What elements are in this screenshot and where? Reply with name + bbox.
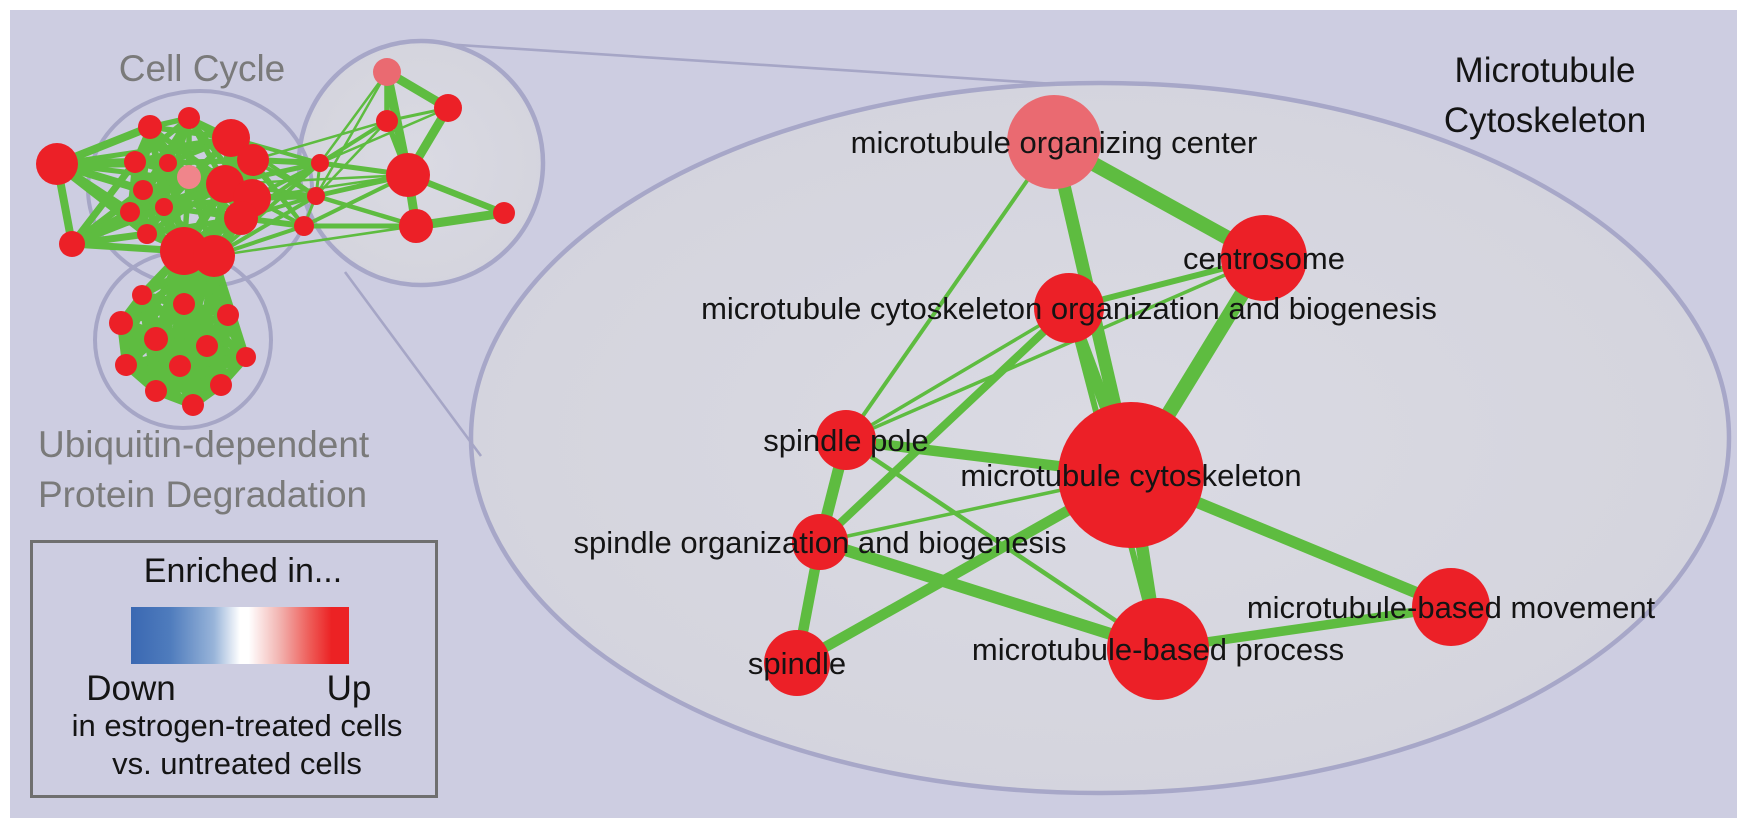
legend-gradient-bar [131, 607, 349, 664]
microtubule-region-label-line1: Microtubule [1454, 51, 1636, 90]
overview-node-m2 [434, 94, 462, 122]
cell-cycle-cluster-label: Cell Cycle [118, 48, 286, 89]
overview-node-u12 [182, 394, 204, 416]
ubiquitin-cluster-label: Ubiquitin-dependent Protein Degradation [38, 420, 369, 520]
main-node-cen [1221, 215, 1307, 301]
microtubule-region-label: Microtubule Cytoskeleton [1444, 46, 1646, 146]
legend-caption: in estrogen-treated cells vs. untreated … [36, 707, 438, 783]
overview-edge-u10-u9 [154, 353, 248, 395]
main-node-sob [792, 514, 848, 570]
overview-node-u5 [144, 327, 168, 351]
overview-edge-c18-u12 [189, 255, 218, 406]
main-node-label-sob: spindle organization and biogenesis [574, 525, 1067, 560]
overview-edge-k1-m3 [318, 119, 389, 165]
overview-edge-c12-c16 [70, 180, 227, 248]
overview-node-c10 [155, 198, 173, 216]
overview-node-c1 [36, 143, 78, 185]
main-node-label-cen: centrosome [1183, 241, 1345, 276]
zoom-lens-line [412, 40, 1056, 86]
overview-node-u9 [236, 347, 256, 367]
overview-node-u7 [115, 354, 137, 376]
main-node-label-sp: spindle pole [763, 423, 928, 458]
main-node-mbp [1107, 598, 1209, 700]
overview-edge-c18-u11 [210, 255, 225, 386]
overview-edge-c18-u10 [152, 254, 218, 393]
main-edge-mcob-sob [817, 305, 1072, 545]
overview-node-c7 [159, 154, 177, 172]
overview-edge-k2-m3 [315, 120, 388, 197]
overview-node-c5 [237, 144, 269, 176]
overview-node-c8 [177, 165, 201, 189]
ubiquitin-cluster-label-line1: Ubiquitin-dependent [38, 424, 370, 465]
overview-node-k2 [307, 187, 325, 205]
main-node-label-mbm: microtubule-based movement [1247, 590, 1656, 625]
overview-node-m4 [386, 153, 430, 197]
main-node-label-mc: microtubule cytoskeleton [960, 458, 1301, 493]
microtubule-region-label-line2: Cytoskeleton [1443, 101, 1647, 140]
main-node-label-mbp: microtubule-based process [972, 632, 1344, 667]
overview-edge-c5-m3 [252, 119, 388, 162]
main-node-spn [764, 630, 830, 696]
legend-box: Enriched in... Down Up in estrogen-treat… [30, 540, 438, 798]
overview-node-m6 [493, 202, 515, 224]
overview-edge-c1-c17 [55, 161, 186, 254]
overview-node-c2 [138, 115, 162, 139]
overview-node-c18 [193, 235, 235, 277]
main-node-mbm [1412, 568, 1490, 646]
overview-node-u2 [173, 293, 195, 315]
main-node-label-spn: spindle [748, 646, 846, 681]
overview-node-u6 [196, 335, 218, 357]
overview-node-k1 [311, 154, 329, 172]
main-node-mc [1058, 402, 1204, 548]
zoom-lens-line [343, 271, 483, 457]
overview-edge-k2-m5 [315, 193, 417, 229]
legend-up-label: Up [326, 669, 372, 708]
overview-node-u4 [217, 304, 239, 326]
overview-edge-c3-c6 [133, 115, 191, 165]
overview-node-m1 [373, 58, 401, 86]
legend-down-label: Down [86, 669, 176, 708]
overview-edge-c1-c4 [56, 135, 232, 167]
overview-edge-k1-m2 [319, 106, 449, 165]
main-edge-cen-sp [845, 256, 1265, 442]
legend-title: Enriched in... [143, 552, 343, 590]
overview-node-u1 [132, 285, 152, 305]
main-edge-moc-sp [844, 140, 1056, 442]
overview-node-m3 [376, 110, 398, 132]
overview-node-c3 [178, 107, 200, 129]
overview-edge-k2-m1 [314, 71, 389, 197]
overview-node-c16 [59, 231, 85, 257]
main-nodes [764, 95, 1490, 700]
overview-node-c9 [133, 180, 153, 200]
overview-node-c6 [124, 151, 146, 173]
overview-node-c4 [212, 119, 250, 157]
main-edge-mcob-sp [845, 306, 1070, 442]
overview-edge-c18-u7 [123, 253, 217, 368]
overview-node-c11 [120, 202, 140, 222]
main-node-mcob [1034, 273, 1104, 343]
overview-node-k3 [294, 216, 314, 236]
main-node-label-moc: microtubule organizing center [851, 125, 1258, 160]
overview-node-m5 [399, 209, 433, 243]
overview-node-u11 [210, 374, 232, 396]
overview-nodes [36, 58, 515, 416]
overview-node-u3 [109, 311, 133, 335]
overview-node-c15 [137, 224, 157, 244]
main-node-moc [1007, 95, 1101, 189]
overview-node-u8 [169, 355, 191, 377]
main-node-sp [816, 410, 876, 470]
overview-edge-c16-c6 [69, 159, 138, 247]
legend-caption-line2: vs. untreated cells [112, 746, 362, 781]
ubiquitin-cluster-label-line2: Protein Degradation [38, 474, 368, 515]
overview-edge-c13-m4 [251, 173, 409, 200]
main-node-label-mcob: microtubule cytoskeleton organization an… [701, 291, 1437, 326]
main-node-labels: microtubule organizing center centrosome m… [574, 125, 1656, 681]
overview-edge-k1-m1 [318, 71, 389, 164]
legend-caption-line1: in estrogen-treated cells [71, 708, 403, 743]
overview-edge-c18-m5 [213, 224, 417, 258]
main-edge-sob-mbp [818, 536, 1160, 655]
overview-node-u10 [145, 380, 167, 402]
overview-node-c14 [224, 201, 258, 235]
